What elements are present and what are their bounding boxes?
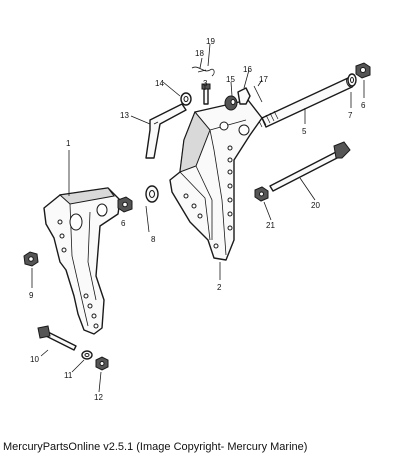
- callout-2: 2: [217, 283, 222, 292]
- callout-9: 9: [29, 291, 34, 300]
- callout-1: 1: [66, 139, 71, 148]
- nut-part-21: [254, 186, 269, 202]
- callout-10: 10: [30, 355, 39, 364]
- callout-16: 16: [243, 65, 252, 74]
- callout-14: 14: [155, 79, 164, 88]
- washer-part-8: [145, 185, 159, 203]
- callout-15: 15: [226, 75, 235, 84]
- nut-part-12: [95, 356, 109, 371]
- spring-clip-part: [191, 66, 215, 77]
- long-bolt-part: [269, 141, 351, 192]
- callout-labels: 1 2 3 5 6 7 6 8 9 10 11 12 13 14 15 16 1…: [29, 37, 366, 402]
- leader-lines: [31, 43, 365, 393]
- tilt-lever-part: [145, 103, 187, 159]
- tilt-tube-part: [257, 77, 354, 128]
- knob-part: [224, 95, 238, 111]
- lock-tab-part: [237, 87, 251, 105]
- transom-bracket-left-part: [43, 187, 121, 335]
- callout-6-right: 6: [361, 101, 366, 110]
- callout-8: 8: [151, 235, 156, 244]
- small-bolt-part: [201, 83, 211, 105]
- callout-19: 19: [206, 37, 215, 46]
- bolt-part-10: [37, 325, 77, 351]
- transom-bracket-right-part: [169, 99, 263, 261]
- bushing-part: [180, 92, 192, 106]
- callout-18: 18: [195, 49, 204, 58]
- callout-6-left: 6: [121, 219, 126, 228]
- nut-part-9: [23, 251, 39, 267]
- pin-part: [253, 85, 263, 103]
- callout-21: 21: [266, 221, 275, 230]
- callout-7: 7: [348, 111, 353, 120]
- callout-20: 20: [311, 201, 320, 210]
- washer-part: [347, 73, 357, 87]
- callout-12: 12: [94, 393, 103, 402]
- nut-part: [355, 62, 371, 79]
- washer-part-11: [81, 350, 93, 360]
- image-caption: MercuryPartsOnline v2.5.1 (Image Copyrig…: [3, 441, 308, 453]
- callout-13: 13: [120, 111, 129, 120]
- nut-part-left: [117, 196, 133, 213]
- callout-11: 11: [64, 371, 73, 380]
- callout-5: 5: [302, 127, 307, 136]
- callout-17: 17: [259, 75, 268, 84]
- callout-3: 3: [203, 79, 208, 88]
